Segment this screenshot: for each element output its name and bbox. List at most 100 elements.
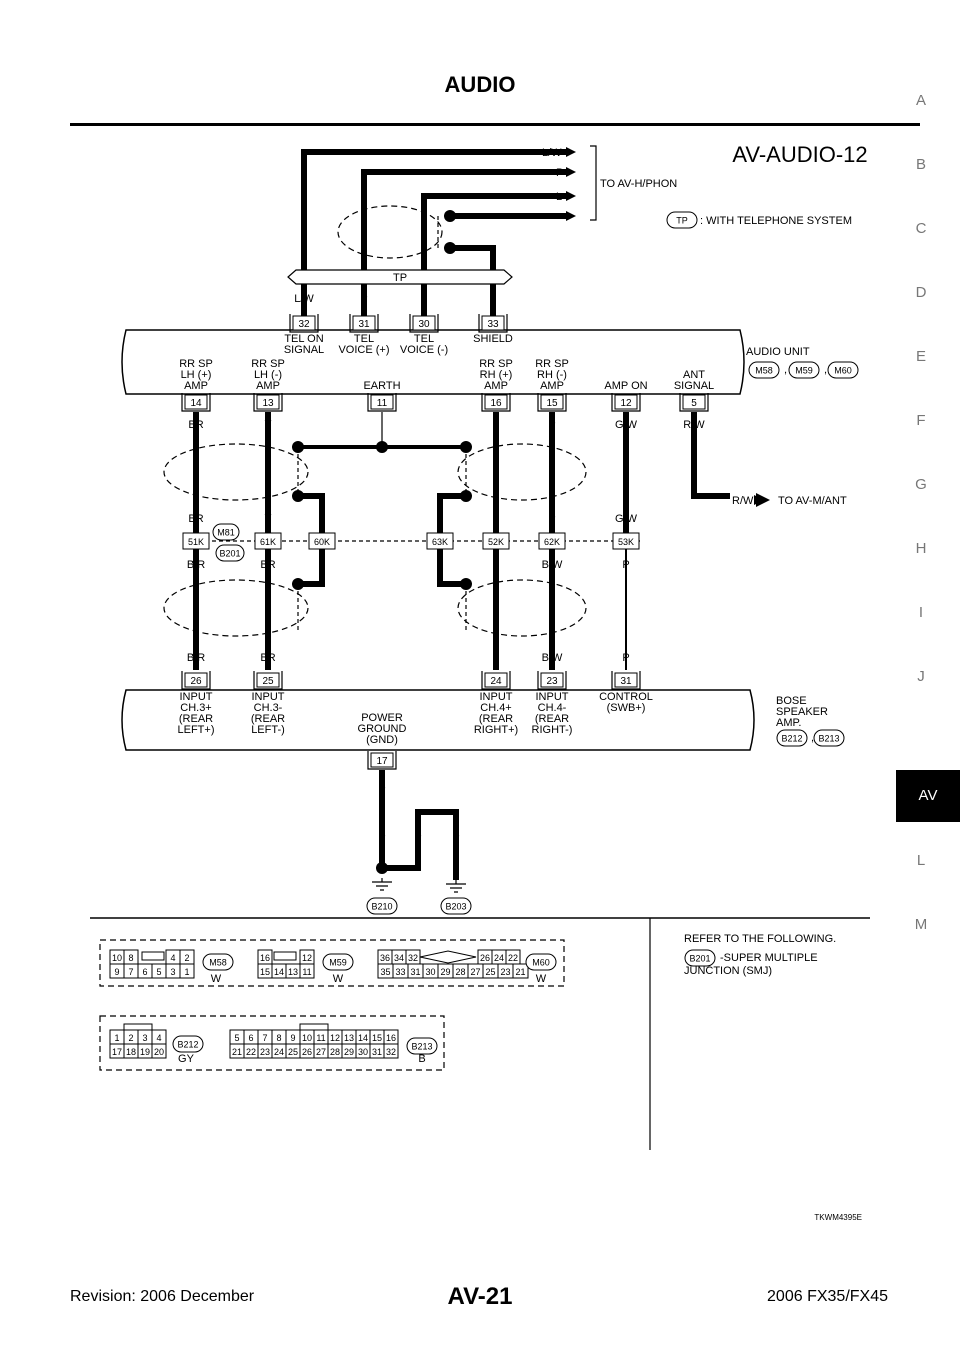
bose-wire-26: B/R: [187, 652, 205, 664]
m60-top-left-cell-label: 36: [380, 953, 390, 963]
audio-top-name-31-line: TEL: [354, 333, 374, 345]
audio-unit-label: AUDIO UNIT: [746, 346, 810, 358]
m59-id-badge: [322, 953, 354, 971]
revision-text: Revision: 2006 December: [70, 1288, 255, 1305]
side-index-f[interactable]: F: [916, 412, 926, 429]
b212-top-cell-label: 2: [128, 1033, 133, 1043]
audio-top-pin-33-box: [481, 315, 505, 331]
b213-bottom-cell-label: 31: [372, 1047, 382, 1057]
side-index-b[interactable]: B: [915, 156, 926, 173]
audio-bottom-name-15-line: RH (-): [537, 369, 567, 381]
bose-pin-24-bracket: [481, 671, 511, 690]
shield-lower-left: [163, 579, 309, 637]
m58-id-badge-label: M58: [209, 958, 227, 968]
tp-legend-badge: [666, 211, 698, 229]
ground-wire-2: B: [414, 829, 421, 841]
bose-name-31-line: CONTROL: [599, 691, 653, 703]
bose-ground-pin-bracket: [367, 751, 397, 770]
ground-conn-b203-badge-label: B203: [445, 902, 466, 912]
side-index-a[interactable]: A: [915, 92, 926, 109]
audio-top-pin-30-label: 30: [418, 319, 430, 330]
bose-name-26-line: (REAR: [179, 713, 213, 725]
side-index-h[interactable]: H: [915, 540, 927, 557]
shield-lower-right: [457, 579, 587, 637]
m59-id-badge-label: M59: [329, 958, 347, 968]
audio-conn-m58-badge: [748, 361, 780, 379]
b213-top-cell-label: 14: [358, 1033, 368, 1043]
side-index-g[interactable]: G: [915, 476, 927, 493]
phone-wire-lw: L/W: [542, 147, 562, 159]
side-index-e[interactable]: E: [915, 348, 926, 365]
side-index-av-active[interactable]: AV: [896, 770, 960, 822]
conn-view-frame-bottom: [99, 1015, 445, 1071]
audio-bottom-name-13-line: LH (-): [254, 369, 282, 381]
side-index-i[interactable]: I: [918, 604, 924, 621]
m60-bottom-cell-label: 21: [515, 967, 525, 977]
m58-bottom-cell: [179, 963, 195, 979]
audio-top-pin-33-label: 33: [487, 319, 499, 330]
bose-pin-25-bracket: [253, 671, 283, 690]
m58-bottom-cell-label: 5: [156, 967, 161, 977]
b213-bottom-cell-label: 27: [316, 1047, 326, 1057]
bose-pin-31-label: 31: [620, 676, 632, 687]
side-index-l[interactable]: L: [916, 852, 926, 869]
b212-top-cell-label: 4: [156, 1033, 161, 1043]
audio-conn-m60-badge-label: M60: [834, 366, 852, 376]
m60-top-right-cell-label: 22: [508, 953, 518, 963]
side-index-j[interactable]: J: [917, 668, 925, 685]
side-index-c[interactable]: C: [915, 220, 927, 237]
audio-bottom-pin-5-bracket: [679, 393, 709, 412]
smj-terminal-label-53K: 53K: [618, 537, 634, 547]
bose-name-23-line: CH.4-: [538, 702, 567, 714]
b213-bottom-cell-label: 25: [288, 1047, 298, 1057]
smj-terminal-label-62K: 62K: [544, 537, 560, 547]
bose-pin-23-box: [540, 672, 564, 688]
side-index-d[interactable]: D: [915, 284, 927, 301]
audio-bottom-name-14-line: AMP: [184, 380, 208, 392]
b212-top-cell-label: 1: [114, 1033, 119, 1043]
bose-conn-b213-badge-label: B213: [818, 734, 839, 744]
audio-bottom-pin-13-box: [256, 394, 280, 410]
bose-conn-b212-badge: [776, 729, 808, 747]
audio-bottom-pin-14-label: 14: [190, 398, 202, 409]
tp-legend-badge-label: TP: [676, 216, 688, 226]
bose-pin-31-bracket: [611, 671, 641, 690]
audio-conn-m59-badge: [788, 361, 820, 379]
b212-id-badge: [172, 1035, 204, 1053]
refer-text-2: JUNCTION (SMJ): [684, 965, 772, 977]
audio-top-name-33-line: SHIELD: [473, 333, 513, 345]
smj-terminal-label-63K: 63K: [432, 537, 448, 547]
bose-conn-b213-badge: [813, 729, 845, 747]
m58-bottom-cell-label: 1: [184, 967, 189, 977]
m59-bottom-cell-label: 14: [274, 967, 284, 977]
audio-comma-1: ,: [784, 364, 787, 376]
bose-name-24-line: INPUT: [480, 691, 513, 703]
audio-top-pin-30-bracket: [409, 314, 439, 333]
m60-bottom-cell-label: 29: [440, 967, 450, 977]
m58-key: [141, 951, 165, 961]
audio-top-pin-31-box: [352, 315, 376, 331]
audio-bottom-pin-5-box: [682, 394, 706, 410]
m60-id-badge: [525, 953, 557, 971]
audio-bottom-name-14-line: RR SP: [179, 358, 213, 370]
smj-upper-wire-3: P: [548, 513, 555, 525]
side-index-av-label: AV: [918, 787, 938, 804]
audio-conn-m60-badge: [827, 361, 859, 379]
audio-top-pin-31-bracket: [349, 314, 379, 333]
ground-conn-b203-badge: [440, 897, 472, 915]
bose-name-23-line: RIGHT-): [532, 724, 573, 736]
wire-tel-voice-plus: [361, 169, 566, 316]
m58-bottom-cell-label: 7: [128, 967, 133, 977]
header-rule: [70, 123, 920, 126]
b212-bottom-cell-label: 17: [112, 1047, 122, 1057]
smj-terminal-label-52K: 52K: [488, 537, 504, 547]
m60-color: W: [536, 973, 547, 985]
b213-bottom-cell-label: 28: [330, 1047, 340, 1057]
bose-name-25-line: LEFT-): [251, 724, 285, 736]
shield-dot-2: [444, 242, 456, 254]
b213-id-badge-label: B213: [411, 1042, 432, 1052]
bose-pin-23-label: 23: [546, 676, 558, 687]
b213-key: [299, 1023, 329, 1031]
side-index-m[interactable]: M: [914, 916, 928, 933]
